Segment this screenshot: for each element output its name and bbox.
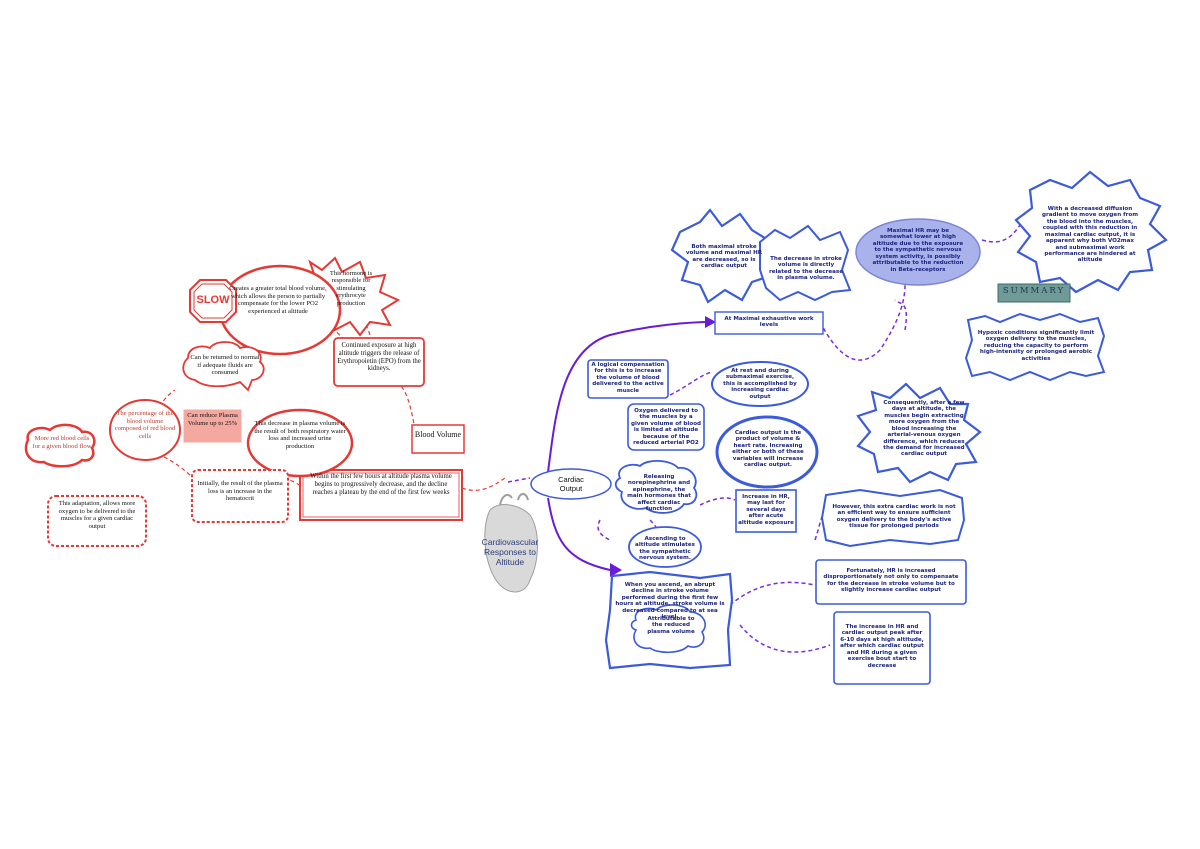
however-text: However, this extra cardiac work is not … [832, 504, 956, 530]
diffusion-text: With a decreased diffusion gradient to m… [1041, 206, 1139, 264]
hypoxic-text: Hypoxic conditions significantly limit o… [977, 330, 1095, 362]
attributable-text: Attributable to the reduced plasma volum… [647, 616, 695, 635]
more-cells-text: More red blood cells for a given blood f… [32, 435, 92, 450]
ascent-sv-text: When you ascend, an abrupt decline in st… [615, 582, 725, 621]
purple-connectors [547, 321, 713, 571]
red-shapes [24, 256, 465, 547]
oxygen-delivered-text: Oxygen delivered to the muscles by a giv… [630, 408, 702, 447]
max-hr-text: Maximal HR may be somewhat lower at high… [872, 228, 964, 273]
plasma-decrease-text: This decrease in plasma volume is the re… [254, 420, 346, 450]
submax-text: At rest and during submaximal exercise, … [723, 368, 797, 400]
both-volumes-text: Both maximal stroke volume and maximal H… [685, 244, 763, 270]
increase-hr-text: Increase in HR, may last for several day… [738, 494, 794, 526]
fortunately-text: Fortunately, HR is increased disproporti… [823, 568, 959, 594]
first-hours-text: Within the first few hours at altitude p… [310, 473, 452, 496]
arrowhead-icon [610, 563, 622, 577]
heart-icon [484, 493, 538, 593]
greater-volume-text: Creates a greater total blood volume, wh… [229, 285, 327, 315]
co-product-text: Cardiac output is the product of volume … [732, 430, 804, 469]
releasing-text: Releasing norepinephrine and epinephrine… [627, 474, 691, 513]
blue-shapes [530, 170, 1168, 685]
max-levels-text: At Maximal exhaustive work levels [724, 316, 814, 329]
consequently-text: Consequently, after a few days at altitu… [883, 400, 965, 458]
adaptation-text: This adaptation, allows more oxygen to b… [58, 500, 136, 530]
returned-text: Can be returned to normal if adequate fl… [190, 354, 260, 377]
slow-sign-icon: SLOW [196, 294, 230, 306]
reduce-plasma-text: Can reduce Plasma Volume up to 25% [187, 412, 238, 427]
decrease-sv-text: The decrease in stroke volume is directl… [768, 256, 844, 282]
percentage-text: The percentage of the blood volume compo… [114, 410, 176, 440]
hematocrit-text: Initially, the result of the plasma loss… [197, 480, 283, 503]
summary-sign-icon: SUMMARY [1002, 286, 1066, 296]
center-label: Cardiovascular Responses to Altitude [481, 537, 539, 567]
epo-text: Continued exposure at high altitude trig… [337, 342, 421, 373]
hormone-text: This hormone is responsible for stimulat… [329, 270, 373, 307]
arrowhead-icon [705, 316, 716, 328]
blood-volume-label: Blood Volume [414, 430, 462, 439]
sympathetic-text: Ascending to altitude stimulates the sym… [635, 536, 695, 562]
hr-peaks-text: The increase in HR and cardiac output pe… [840, 624, 924, 669]
logical-text: A logical compensation for this is to in… [591, 362, 665, 394]
cardiac-output-label: Cardiac Output [558, 475, 584, 493]
